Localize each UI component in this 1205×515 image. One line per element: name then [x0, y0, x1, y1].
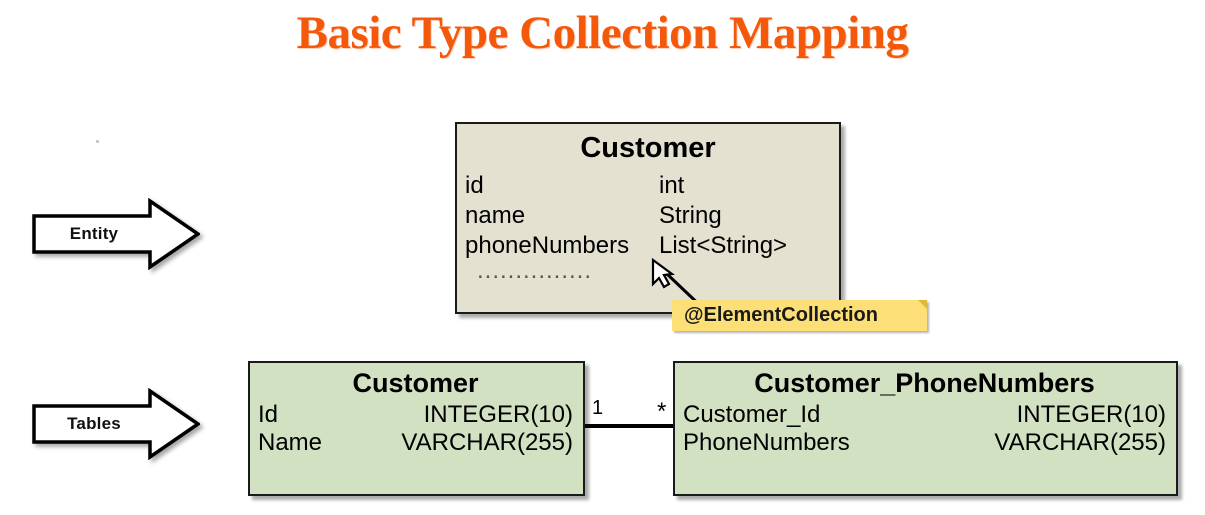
entity-field-row: name String [465, 201, 831, 230]
table-column-type: VARCHAR(255) [994, 428, 1166, 456]
arrow-right-icon [32, 388, 200, 460]
table-column-name: Name [258, 428, 323, 456]
table-column-row: Id INTEGER(10) [258, 401, 573, 429]
entity-field-type: List<String> [659, 231, 788, 259]
entity-field-row: id int [465, 172, 831, 200]
entity-field-row: phoneNumbers List<String> [465, 231, 831, 260]
table-column-row: Name VARCHAR(255) [258, 428, 573, 457]
table-column-name: Customer_Id [683, 401, 821, 428]
annotation-element-collection[interactable]: @ElementCollection [672, 300, 927, 331]
entity-class-box-customer[interactable]: Customer id int name String phoneNumbers… [455, 122, 841, 314]
decorative-speck [96, 140, 99, 143]
table-column-row: Customer_Id INTEGER(10) [683, 401, 1166, 429]
entity-field-type: int [659, 172, 685, 199]
annotation-label: @ElementCollection [684, 304, 878, 326]
entity-class-name: Customer [580, 132, 716, 164]
relationship-connector-line [585, 424, 675, 428]
multiplicity-label-many: * [657, 398, 667, 425]
callout-arrow-entity: Entity [32, 198, 200, 270]
entity-field-type: String [659, 201, 722, 229]
callout-arrow-tables: Tables [32, 388, 200, 460]
entity-ellipsis: ............... [477, 256, 593, 284]
folded-corner-icon [918, 300, 927, 309]
table-name: Customer [352, 368, 479, 398]
arrow-right-icon [32, 198, 200, 270]
entity-field-name: name [465, 201, 526, 229]
entity-field-name: id [465, 172, 484, 199]
table-column-type: VARCHAR(255) [401, 428, 573, 456]
table-column-type: INTEGER(10) [423, 401, 573, 428]
multiplicity-label-one: 1 [592, 397, 604, 419]
entity-field-name: phoneNumbers [465, 231, 630, 259]
table-column-row: PhoneNumbers VARCHAR(255) [683, 428, 1166, 457]
table-name: Customer_PhoneNumbers [754, 368, 1095, 398]
table-box-customer-phonenumbers[interactable]: Customer_PhoneNumbers Customer_Id INTEGE… [673, 361, 1178, 496]
page-title: Basic Type Collection Mapping [296, 7, 909, 59]
table-box-customer[interactable]: Customer Id INTEGER(10) Name VARCHAR(255… [248, 361, 585, 496]
table-column-type: INTEGER(10) [1016, 401, 1166, 428]
table-column-name: Id [258, 401, 279, 428]
table-column-name: PhoneNumbers [683, 428, 850, 456]
